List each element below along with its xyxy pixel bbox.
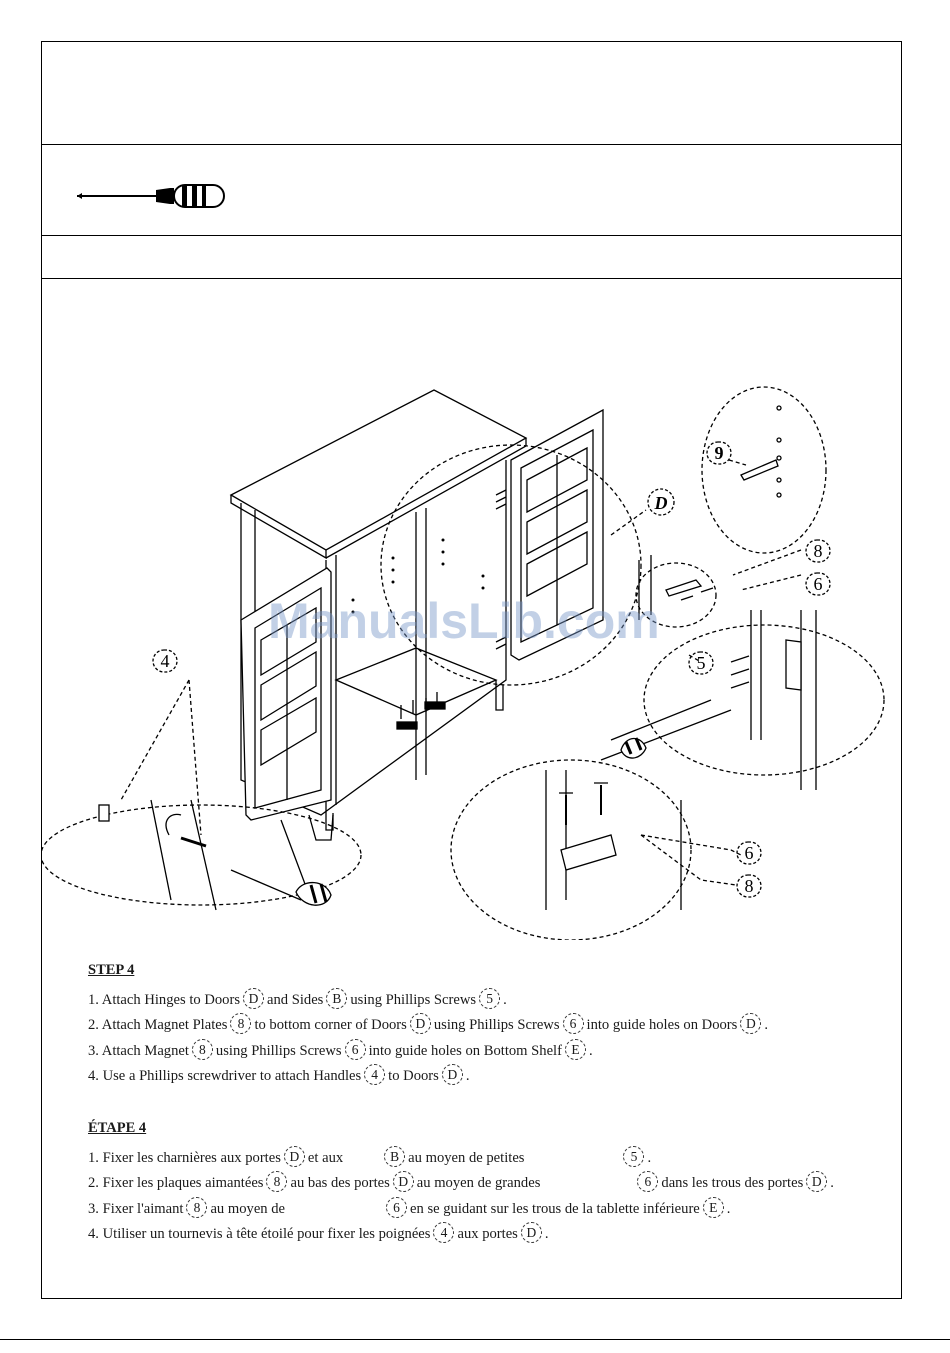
header-band [42,42,901,145]
cabinet-top [229,389,528,560]
right-door [510,408,604,661]
dowel-detail [740,405,782,498]
left-door [240,567,332,821]
part-4-label: 4 [161,651,170,671]
detail-callouts [41,386,885,940]
part-6-label-top: 6 [814,574,823,594]
step-french: ÉTAPE 4 1. Fixer les charnières aux port… [88,1116,834,1248]
guide-holes [351,538,485,614]
parts-band [42,236,901,279]
etape-heading: ÉTAPE 4 [88,1120,147,1136]
door-callout-label: D [654,493,668,513]
part-8-label-top: 8 [814,541,823,561]
etape-line-4: 4. Utiliser un tournevis à tête étoilé p… [88,1222,834,1248]
part-6-label-bottom: 6 [745,843,754,863]
screwdriver-icon [77,184,225,208]
part-8-label-bottom: 8 [745,876,754,896]
magnet-detail [545,770,682,910]
watermark: ManualsLib.com [268,593,660,649]
hinge-detail [600,610,817,790]
part-5-label: 5 [697,653,706,673]
magnet-plate-detail [638,555,714,620]
step-heading: STEP 4 [88,962,135,978]
tools-band [42,145,901,236]
step-line-4: 4. Use a Phillips screwdriver to attach … [88,1064,768,1090]
part-9-label: 9 [715,443,724,463]
handle-detail [98,799,332,911]
instruction-frame [41,41,902,1299]
assembly-diagram: D 9 8 6 5 4 6 8 [41,386,885,940]
screws-cluster [396,489,507,730]
page-bottom-rule [0,1339,950,1340]
part-badges [152,441,831,898]
